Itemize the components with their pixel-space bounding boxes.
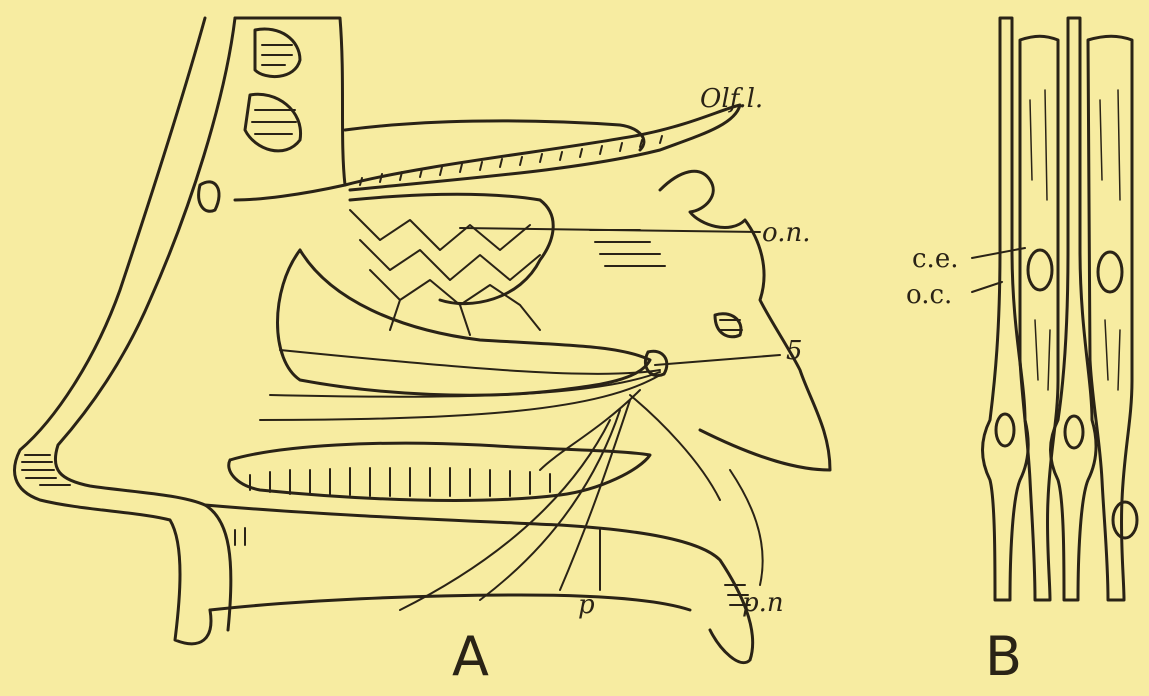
- panel-a-drawing: [15, 18, 830, 663]
- inferior-turbinate: [229, 443, 650, 500]
- leader-pn: [730, 470, 763, 585]
- ethmoid-upper: [345, 121, 644, 150]
- panel-a-letter: A: [452, 630, 489, 684]
- nose-outline: [15, 18, 211, 644]
- sinus-1: [255, 29, 300, 77]
- olfactory-cell-1-nucleus: [996, 414, 1014, 446]
- nasal-bone-hatch: [22, 455, 70, 485]
- sphenoid-outline: [660, 171, 830, 470]
- sinus-1-hatch: [262, 45, 292, 65]
- olfactory-bulb: [345, 105, 740, 190]
- epithelial-cell-2: [1088, 36, 1132, 600]
- palate-lower: [210, 595, 690, 610]
- label-on: o.n.: [762, 220, 810, 246]
- label-ce: c.e.: [912, 246, 958, 272]
- epithelial-cell-1: [1020, 36, 1058, 600]
- label-oc: o.c.: [906, 282, 952, 308]
- panel-b-drawing: [983, 18, 1138, 600]
- cell-striations: [1030, 90, 1120, 390]
- epithelial-cell-1-nucleus: [1028, 250, 1052, 290]
- label-olf: Olf.l.: [700, 86, 763, 112]
- label-p: p: [578, 592, 595, 618]
- nose-inner-outline: [55, 18, 235, 630]
- cell-fragment-nucleus: [1113, 502, 1137, 538]
- sinus-2-hatch: [252, 110, 296, 134]
- leader-on: [460, 228, 760, 232]
- label-five: 5: [786, 338, 803, 364]
- sinus-3: [199, 182, 219, 211]
- sphenoid-sinus: [715, 314, 741, 337]
- olfactory-cell-2-nucleus: [1065, 416, 1083, 448]
- superior-turbinate: [350, 194, 553, 303]
- label-pn: p.n: [742, 590, 784, 616]
- epithelial-cell-2-nucleus: [1098, 252, 1122, 292]
- panel-b-letter: B: [985, 630, 1022, 684]
- leader-five: [655, 355, 780, 365]
- leader-oc: [972, 282, 1002, 292]
